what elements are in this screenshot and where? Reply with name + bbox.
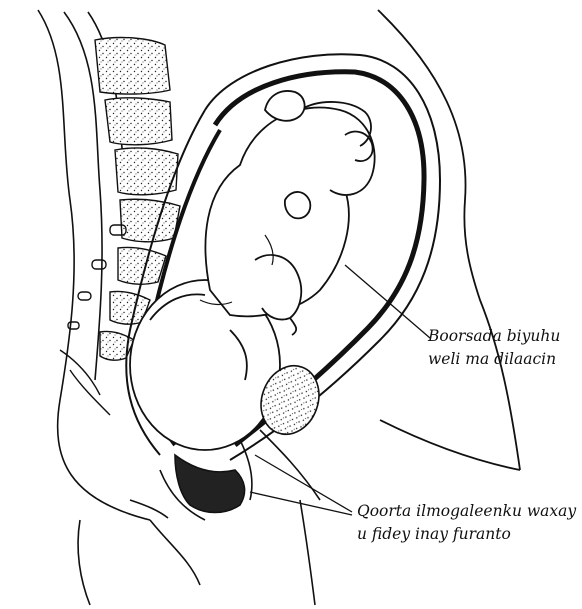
- cervix: [160, 455, 245, 520]
- label-cervix-line2: u fidey inay furanto: [357, 523, 576, 546]
- abdomen-outline: [378, 10, 520, 470]
- label-cervix-line1: Qoorta ilmogaleenku waxay: [357, 500, 576, 523]
- label-cervix-dilating: Qoorta ilmogaleenku waxay u fidey inay f…: [357, 500, 576, 546]
- label-membranes-line2: weli ma dilaacin: [428, 348, 560, 371]
- label-membranes-unbroken: Boorsada biyuhu weli ma dilaacin: [428, 325, 560, 371]
- leader-line-membranes: [345, 265, 430, 338]
- label-membranes-line1: Boorsada biyuhu: [428, 325, 560, 348]
